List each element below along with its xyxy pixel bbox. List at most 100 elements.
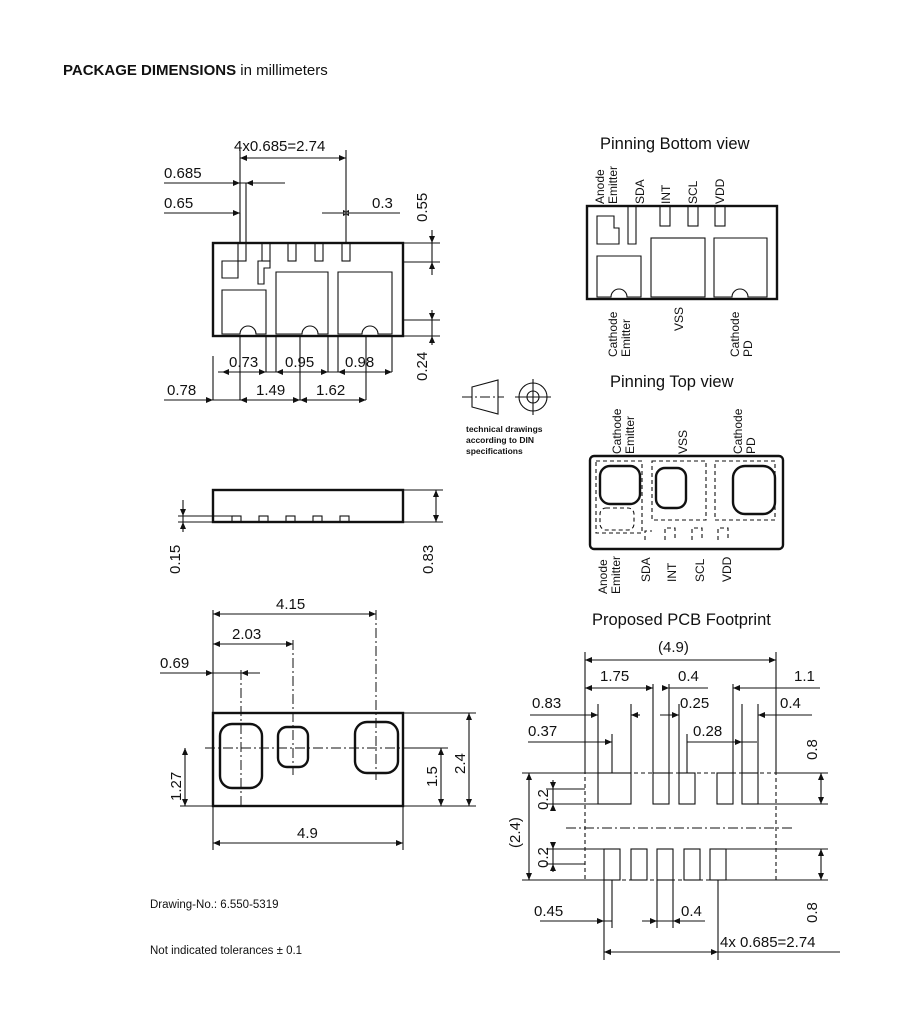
top-pad-4 <box>314 242 324 262</box>
pt-label-cathode: Cathode <box>610 408 624 454</box>
pcb-bottom-pad-3 <box>656 848 674 881</box>
pcb-dim-11: 1.1 <box>794 668 815 685</box>
bottom-view-outline <box>211 711 405 808</box>
din-note-line1: technical drawings <box>466 424 543 434</box>
top-pad-3 <box>287 242 297 262</box>
pcb-bottom-pad-1 <box>603 848 621 881</box>
pinning-bottom-view: Pinning Bottom view Anode Emitter SDA IN… <box>585 135 779 357</box>
dim-055: 0.55 <box>414 193 431 222</box>
pt-pd-lens <box>731 464 777 516</box>
pcb-dim-175: 1.75 <box>600 668 629 685</box>
dim-095: 0.95 <box>285 354 314 371</box>
vss-pad <box>275 271 329 335</box>
heading-bold: PACKAGE DIMENSIONS <box>63 62 237 79</box>
pt-emitter-lens <box>598 464 642 506</box>
pb-vss-pad <box>650 237 706 298</box>
heading-rest: in millimeters <box>236 62 328 79</box>
side-pad-1 <box>231 515 242 523</box>
pcb-top-pad-2 <box>652 772 670 805</box>
dim-24: 2.4 <box>452 753 469 774</box>
pinning-bottom-outline <box>585 204 779 301</box>
pb-int-pad <box>659 205 671 227</box>
pcb-dim-02b: 0.2 <box>535 847 552 868</box>
pcb-dim-045: 0.45 <box>534 903 563 920</box>
pt-label-vdd: VDD <box>720 556 734 582</box>
pt-sensor-lens <box>654 466 688 510</box>
anode-trace <box>221 260 239 279</box>
top-pad-2 <box>261 242 271 262</box>
pt-emitter-dashed <box>595 460 643 534</box>
pb-label-vss: VSS <box>672 307 686 331</box>
dim-162: 1.62 <box>316 382 345 399</box>
dim-098: 0.98 <box>345 354 374 371</box>
dim-03: 0.3 <box>372 195 393 212</box>
din-symbol: technical drawings according to DIN spec… <box>462 379 551 456</box>
pb-emitter-cathode-pad <box>596 255 642 298</box>
pcb-dim-08b: 0.8 <box>804 902 821 923</box>
side-pad-3 <box>285 515 296 523</box>
side-view: 0.15 0.83 <box>167 488 443 574</box>
pcb-dim-04b: 0.4 <box>780 695 801 712</box>
pinning-top-outline <box>588 454 785 551</box>
pinning-top-view: Pinning Top view Cathode Emitter VSS Cat… <box>588 373 785 594</box>
pcb-dim-037: 0.37 <box>528 723 557 740</box>
pt-vss-dashed <box>651 460 707 521</box>
pb-label-cathode-pd: Cathode <box>728 311 742 357</box>
pb-label-scl: SCL <box>686 180 700 204</box>
dim-415: 4.15 <box>276 596 305 613</box>
pcb-dim-028: 0.28 <box>693 723 722 740</box>
side-pad-5 <box>339 515 350 523</box>
pcb-footprint: Proposed PCB Footprint <box>507 611 840 960</box>
pb-vdd-pad <box>714 205 726 227</box>
pt-label-int: INT <box>665 562 679 582</box>
top-view: 4x0.685=2.74 0.685 0.65 0.3 0.55 0.24 0.… <box>164 138 440 403</box>
page-heading: PACKAGE DIMENSIONS in millimeters <box>63 62 328 80</box>
dim-065: 0.65 <box>164 195 193 212</box>
pcb-dim-083: 0.83 <box>532 695 561 712</box>
pt-pd-dashed <box>714 460 776 521</box>
pcb-dim-04c: 0.4 <box>681 903 702 920</box>
pt-label-vss: VSS <box>676 430 690 454</box>
side-pad-2 <box>258 515 269 523</box>
cone-icon <box>471 379 499 415</box>
pb-label-emitter: Emitter <box>606 166 620 204</box>
side-pad-4 <box>312 515 323 523</box>
pcb-dim-24: (2.4) <box>507 817 524 848</box>
pb-label-anode: Anode <box>593 169 607 204</box>
dim-015: 0.15 <box>167 545 184 574</box>
pt-label-sda: SDA <box>639 557 653 582</box>
pb-sda-pad <box>627 205 637 245</box>
dim-203: 2.03 <box>232 626 261 643</box>
pcb-dim-02a: 0.2 <box>535 789 552 810</box>
pcb-dim-08a: 0.8 <box>804 739 821 760</box>
pt-label-anode: Anode <box>596 559 610 594</box>
pt-emitter-lower <box>599 507 635 531</box>
bottom-view: 4.15 2.03 0.69 1.27 1.5 2.4 4.9 <box>160 596 476 850</box>
pt-label-emitter: Emitter <box>623 416 637 454</box>
pt-label-emitter2: Emitter <box>609 556 623 594</box>
dim-069: 0.69 <box>160 655 189 672</box>
dim-073: 0.73 <box>229 354 258 371</box>
pcb-bottom-pad-5 <box>709 848 727 881</box>
pcb-bottom-pad-4 <box>683 848 701 881</box>
sda-trace <box>257 260 271 285</box>
dim-49: 4.9 <box>297 825 318 842</box>
tolerance-note: Not indicated tolerances ± 0.1 <box>150 945 302 957</box>
pb-label-cathode: Cathode <box>606 311 620 357</box>
pb-label-int: INT <box>659 184 673 204</box>
dim-024: 0.24 <box>414 352 431 381</box>
pb-label-pd: PD <box>741 340 755 357</box>
pt-label-cathode-pd: Cathode <box>731 408 745 454</box>
pb-label-vdd: VDD <box>713 178 727 204</box>
pcb-top-pad-4 <box>716 772 734 805</box>
pd-cathode-pad <box>337 271 393 335</box>
dim-0685: 0.685 <box>164 165 202 182</box>
pcb-bottom-pad-2 <box>630 848 648 881</box>
dim-078: 0.78 <box>167 382 196 399</box>
pcb-top-pad-3 <box>678 772 696 805</box>
pb-anode-pad <box>596 215 620 245</box>
dim-083: 0.83 <box>420 545 437 574</box>
pinning-bottom-title: Pinning Bottom view <box>600 135 750 153</box>
side-view-outline <box>211 488 405 524</box>
pcb-top-pad-5 <box>741 772 759 805</box>
